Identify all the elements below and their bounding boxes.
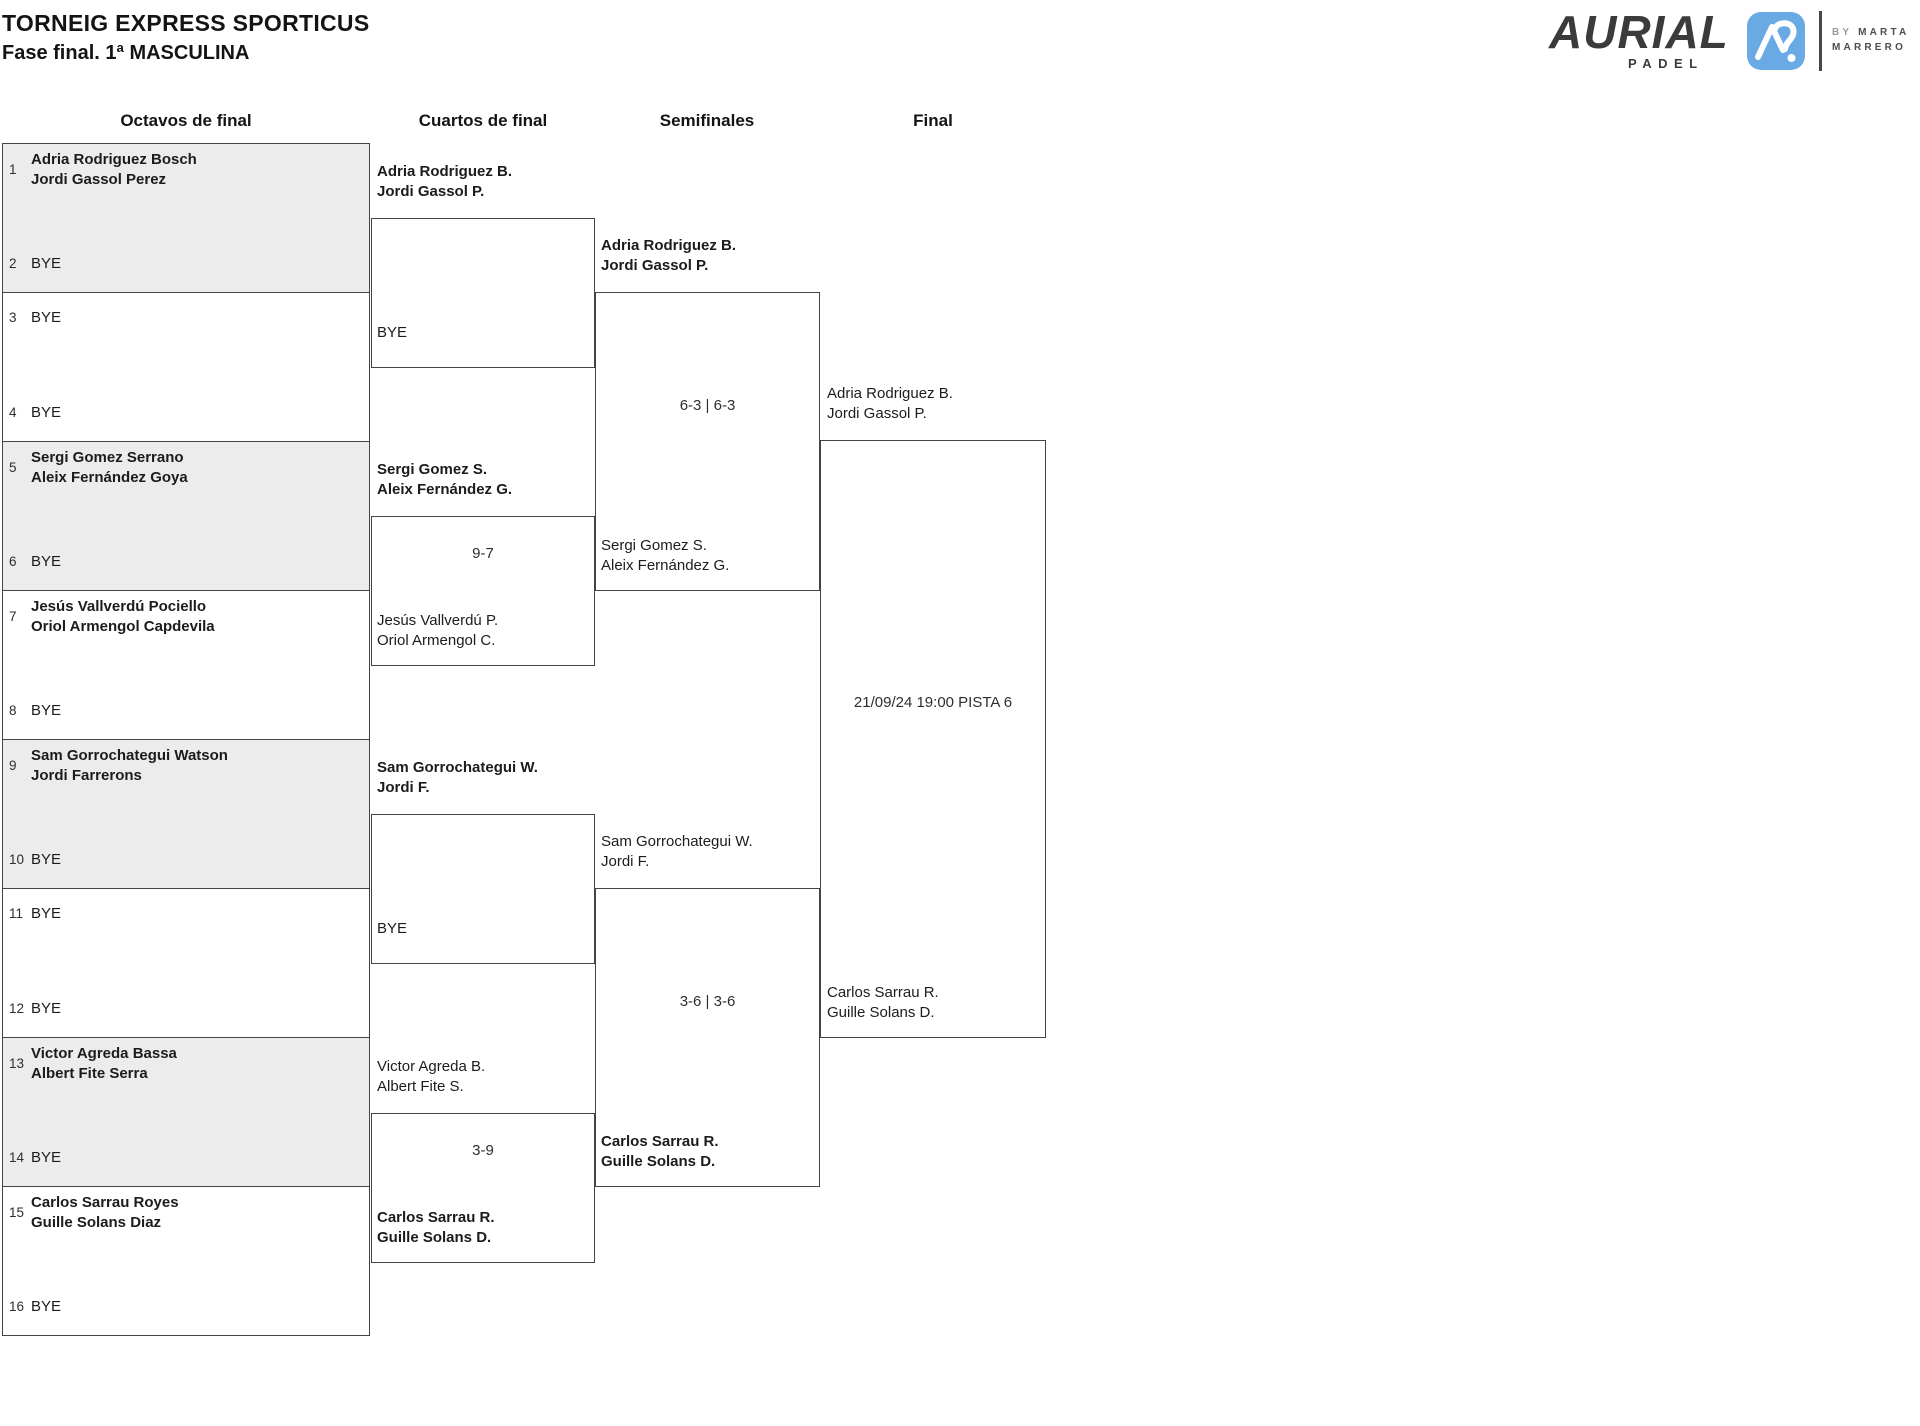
sf1-score: 6-3 | 6-3 [679,397,736,414]
logo-byline: BY MARTA MARRERO [1832,25,1909,55]
sf1-bottom-team: Sergi Gomez S.Aleix Fernández G. [601,537,730,574]
final-schedule-info: 21/09/24 19:00 PISTA 6 [853,694,1013,711]
qf-match-box-3 [371,814,595,964]
seed-number: 8 [9,702,17,718]
bye-label: BYE [31,403,62,421]
page-subtitle: Fase final. 1ª MASCULINA [2,42,250,64]
qf2-top-team: Sergi Gomez S.Aleix Fernández G. [377,461,513,498]
sf2-bottom-team: Carlos Sarrau R.Guille Solans D. [601,1133,719,1170]
bye-label: BYE [31,850,62,868]
qf1-top-team: Adria Rodriguez B.Jordi Gassol P. [377,163,513,200]
seed-number: 14 [9,1149,25,1165]
bye-label: BYE [31,701,62,719]
final-match-box [820,440,1046,1038]
round-header-octavos: Octavos de final [120,111,252,130]
round-header-final: Final [913,111,953,130]
seed-number: 10 [9,851,25,867]
qf-match-box-2 [371,516,595,666]
r16-match-box-6: 11 BYE 12 BYE [2,888,370,1038]
qf2-bottom-team: Jesús Vallverdú P.Oriol Armengol C. [377,612,499,649]
qf-match-box-4 [371,1113,595,1263]
qf2-score: 9-7 [472,545,494,562]
aurial-logo-wordmark: AURIAL [1549,6,1729,58]
qf3-top-team: Sam Gorrochategui W.Jordi F. [377,759,538,796]
seed-number: 15 [9,1205,25,1220]
byline-prefix: BY [1832,27,1859,38]
seed-number: 12 [9,1000,25,1016]
seed-number: 16 [9,1298,25,1314]
seed-number: 11 [9,906,24,921]
qf4-bottom-team: Carlos Sarrau R.Guille Solans D. [377,1209,495,1246]
logo-divider-bar [1819,11,1822,71]
sf1-top-team: Adria Rodriguez B.Jordi Gassol P. [601,237,737,274]
seed-number: 6 [9,553,17,569]
byline-name-last: MARRERO [1832,42,1907,53]
aurial-logo-padel-label: PADEL [1628,56,1704,71]
final-top-team: Adria Rodriguez B.Jordi Gassol P. [827,385,953,422]
sf-match-box-1 [595,292,820,591]
bye-label: BYE [31,999,62,1017]
seed-number: 5 [9,460,17,475]
bye-label: BYE [31,1148,62,1166]
r16-match-box-2: 3 BYE 4 BYE [2,292,370,442]
round-header-semifinales: Semifinales [659,111,755,130]
byline-name-first: MARTA [1858,27,1910,38]
aurial-monogram-icon [1747,12,1805,70]
bye-label: BYE [31,309,62,326]
bye-label: BYE [31,1297,62,1315]
qf4-top-team: Victor Agreda B.Albert Fite S. [377,1058,486,1095]
seed-number: 13 [9,1056,25,1071]
seed-number: 7 [9,609,17,624]
page-title: TORNEIG EXPRESS SPORTICUS [2,10,370,36]
sf2-score: 3-6 | 3-6 [679,993,736,1010]
bye-label: BYE [31,254,62,272]
qf3-bottom-team: BYE [377,920,408,937]
qf4-score: 3-9 [472,1142,494,1159]
seed-number: 3 [9,310,17,325]
sf-match-box-2 [595,888,820,1187]
round-header-cuartos: Cuartos de final [418,111,548,130]
seed-number: 4 [9,404,17,420]
bye-label: BYE [31,552,62,570]
sf2-top-team: Sam Gorrochategui W.Jordi F. [601,833,753,870]
final-bottom-team: Carlos Sarrau R.Guille Solans D. [827,984,939,1021]
bye-label: BYE [31,905,62,922]
seed-number: 9 [9,758,17,773]
qf1-bottom-team: BYE [377,324,408,341]
seed-number: 2 [9,255,17,271]
seed-number: 1 [9,162,17,177]
qf-match-box-1 [371,218,595,368]
